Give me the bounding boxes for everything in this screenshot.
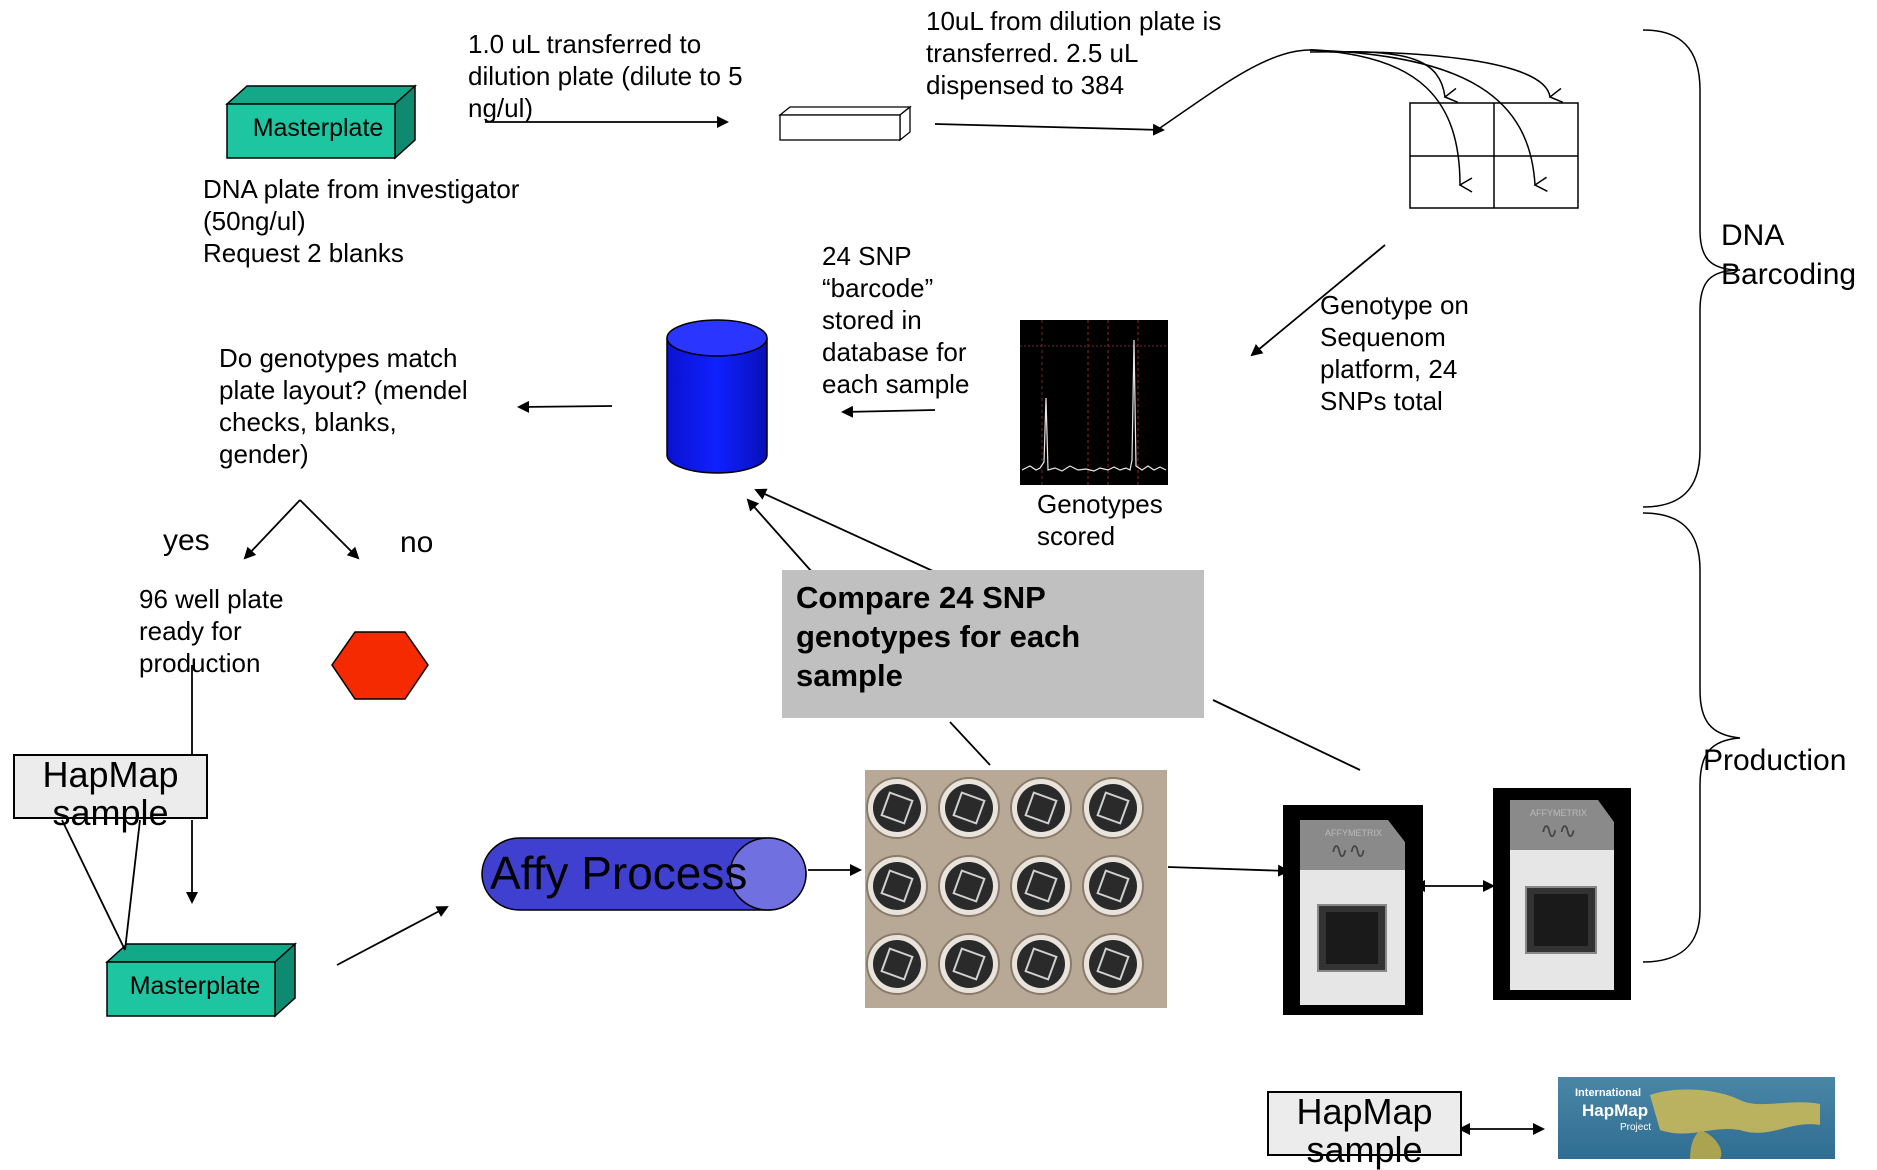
masterplate-bottom-box [105,942,297,1018]
well-barcode-square [1024,791,1058,825]
well-barcode-square [1096,869,1130,903]
well-barcode-square [952,947,986,981]
no-label: no [400,526,434,559]
well-barcode-square [1024,869,1058,903]
well-barcode [1089,862,1137,910]
genotype-match-question: Do genotypes match plate layout? (mendel… [219,343,468,469]
well-barcode-square [1024,947,1058,981]
well-barcode-square [880,947,914,981]
plate-ready-note: 96 well plate ready for production [139,584,284,678]
well-barcode [873,784,921,832]
dispense-note: 10uL from dilution plate is transferred.… [926,6,1222,100]
compare-genotypes-box: Compare 24 SNP genotypes for each sample [782,570,1204,718]
well-barcode [1089,940,1137,988]
well-barcode [1017,940,1065,988]
hapmap-logo-line-2: HapMap [1582,1101,1648,1120]
hapmap-sample-box-bottom: HapMap sample [1267,1091,1462,1169]
transfer-note: 1.0 uL transferred to dilution plate (di… [468,29,743,123]
genotypes-scored-note: Genotypes scored [1037,489,1163,551]
masterplate-bottom-label: Masterplate [129,972,261,1000]
section-braces [1642,29,1741,963]
well-barcode-square [952,869,986,903]
well-barcode [1017,784,1065,832]
well-barcode-square [1096,791,1130,825]
well-barcode [1089,784,1137,832]
section-label-production: Production [1703,744,1847,777]
well-barcode [873,862,921,910]
hapmap-logo-line-3: Project [1620,1122,1651,1133]
well-barcode [945,784,993,832]
well-barcode [945,862,993,910]
svg-text:∿∿: ∿∿ [1540,818,1577,843]
masterplate-top-box [225,84,417,160]
affy-process-cylinder[interactable] [481,837,807,911]
dilution-plate [778,105,912,142]
barcode-storage-note: 24 SNP “barcode” stored in database for … [822,241,970,399]
barcode-wells-image [865,770,1167,1008]
stop-hexagon [331,631,429,700]
genotype-spectrum-plot [1020,320,1168,485]
well-barcode [945,940,993,988]
section-label-dna-barcoding: DNA Barcoding [1721,219,1857,291]
hapmap-logo-line-1: International [1575,1087,1641,1099]
well-barcode-square [952,791,986,825]
database-icon [666,319,768,474]
affymetrix-chip-1: AFFYMETRIX ∿∿ [1283,805,1423,1015]
well-barcode-square [880,869,914,903]
svg-text:∿∿: ∿∿ [1330,838,1367,863]
affymetrix-chip-2: AFFYMETRIX ∿∿ [1493,788,1631,1000]
flow-arrows [61,116,1545,1135]
yes-label: yes [163,524,210,557]
well-barcode [1017,862,1065,910]
sequenom-genotype-note: Genotype on Sequenom platform, 24 SNPs t… [1320,290,1469,416]
well-barcode-square [880,791,914,825]
well-barcode-square [1096,947,1130,981]
dispense-arrows [1159,49,1564,193]
masterplate-top-label: Masterplate [252,114,384,142]
affy-chip-1-brand: AFFYMETRIX [1325,828,1382,838]
hapmap-project-logo: International HapMap Project [1558,1077,1835,1159]
affy-chip-2-brand: AFFYMETRIX [1530,808,1587,818]
investigator-note: DNA plate from investigator (50ng/ul) Re… [203,174,520,268]
384-plate-grid [1409,102,1579,209]
hapmap-sample-box-left: HapMap sample [13,754,208,832]
affy-process-label: Affy Process [490,847,748,899]
well-barcode [873,940,921,988]
